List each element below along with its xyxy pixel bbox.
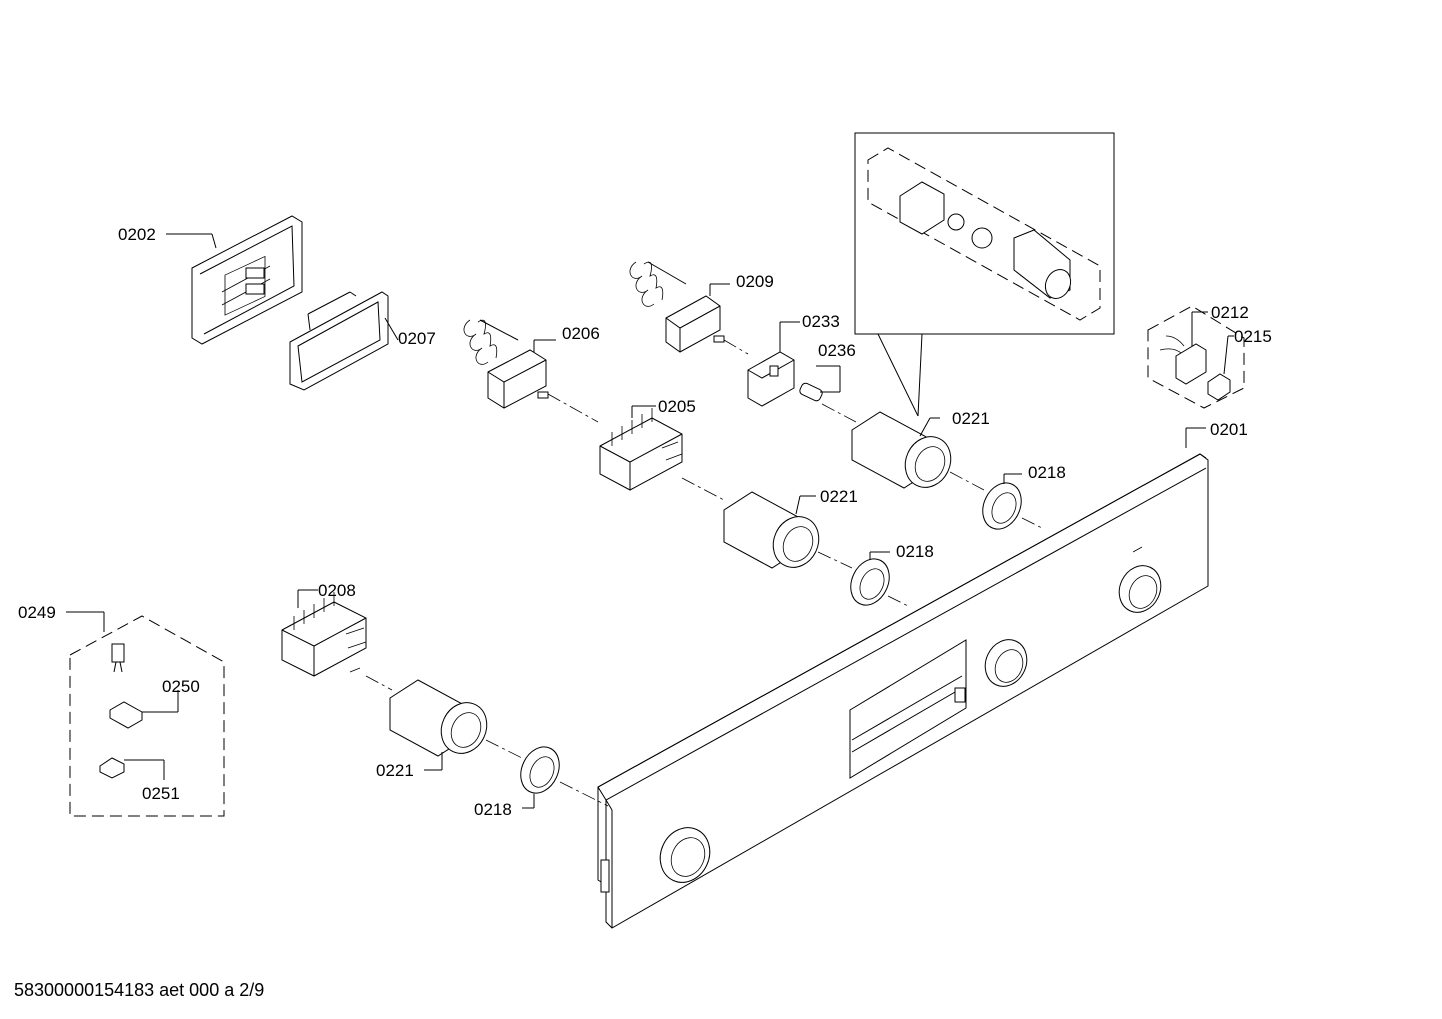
group-0249 <box>66 611 225 817</box>
label-0208: 0208 <box>318 581 356 600</box>
label-0212: 0212 <box>1211 303 1249 322</box>
label-0206: 0206 <box>562 324 600 343</box>
label-0251: 0251 <box>142 784 180 803</box>
label-0202: 0202 <box>118 225 156 244</box>
label-0233: 0233 <box>802 312 840 331</box>
knob-0221-lower <box>389 679 488 771</box>
label-0221-middle: 0221 <box>820 487 858 506</box>
switch-0205 <box>599 405 683 491</box>
knob-0221-upper <box>851 411 952 489</box>
knob-0221-middle <box>723 491 820 569</box>
part-labels: 0202 0207 0206 0209 0233 0236 0205 0221 … <box>18 225 1272 819</box>
label-0218-lower: 0218 <box>474 800 512 819</box>
label-0250: 0250 <box>162 677 200 696</box>
label-0201: 0201 <box>1210 420 1248 439</box>
detail-box <box>854 132 1115 417</box>
label-0207: 0207 <box>398 329 436 348</box>
switch-0208 <box>281 589 367 677</box>
module-frame-0202 <box>166 215 303 345</box>
label-0218-upper: 0218 <box>1028 463 1066 482</box>
label-0221-upper: 0221 <box>952 409 990 428</box>
group-0212 <box>1147 305 1245 409</box>
ring-0218-lower <box>520 746 560 809</box>
label-0236: 0236 <box>818 341 856 360</box>
label-0215: 0215 <box>1234 327 1272 346</box>
drawing-reference-number: 58300000154183 aet 000 a 2/9 <box>14 980 265 1000</box>
thermostat-0209 <box>629 261 730 353</box>
label-0218-middle: 0218 <box>896 542 934 561</box>
lamp-0236 <box>799 365 841 402</box>
label-0209: 0209 <box>736 272 774 291</box>
ring-0218-upper <box>982 473 1022 530</box>
ring-0218-middle <box>850 551 890 606</box>
label-0205: 0205 <box>658 397 696 416</box>
assembly-axes <box>365 339 1043 807</box>
thermostat-0206 <box>463 319 556 409</box>
label-0221-lower: 0221 <box>376 761 414 780</box>
control-panel-0201 <box>597 453 1209 929</box>
display-frame-0207 <box>289 291 399 391</box>
label-0249: 0249 <box>18 603 56 622</box>
bracket-0233 <box>747 321 800 407</box>
